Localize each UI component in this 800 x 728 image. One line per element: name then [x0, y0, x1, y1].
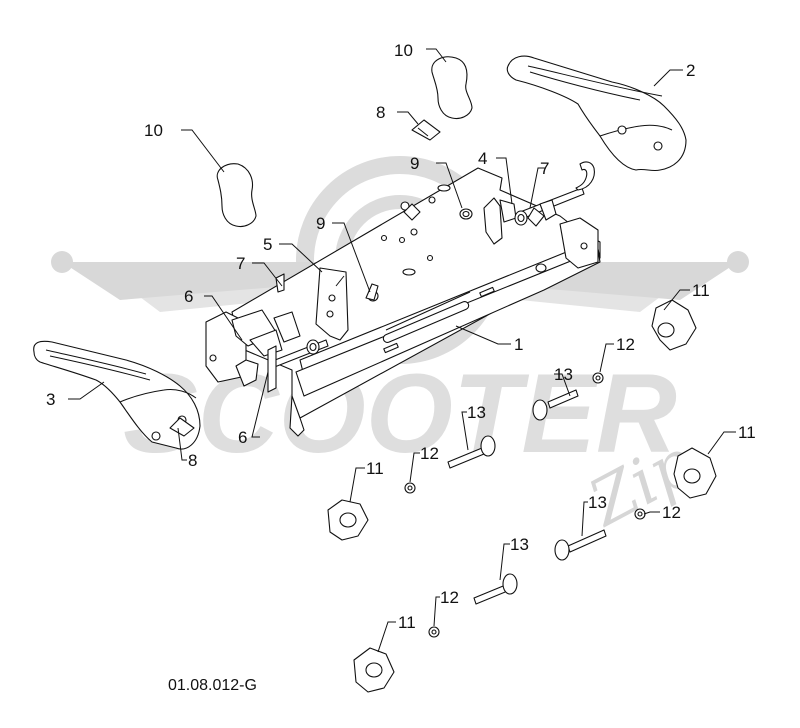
callout-11-b: 11 [366, 459, 384, 478]
callout-3: 3 [46, 390, 55, 409]
callout-5: 5 [263, 235, 272, 254]
callout-8-left: 8 [188, 451, 197, 470]
callout-7-right: 7 [540, 159, 549, 178]
callout-6-bottom: 6 [238, 428, 247, 447]
callout-13-b: 13 [467, 403, 486, 422]
callout-12-a: 12 [616, 335, 635, 354]
callout-4: 4 [478, 149, 487, 168]
main-frame [205, 167, 601, 437]
callout-6-top: 6 [184, 287, 193, 306]
star-knob-11-c [327, 499, 369, 541]
callout-11-a: 11 [692, 281, 710, 300]
callout-9-top: 9 [410, 154, 419, 173]
knob-10-right [431, 56, 473, 120]
callout-1: 1 [514, 335, 523, 354]
nut-12-c [634, 508, 646, 520]
callout-12-c: 12 [662, 503, 681, 522]
nut-12-d [428, 626, 440, 638]
watermark-text: SCOOTER [123, 351, 677, 476]
clip-8-left [169, 417, 195, 437]
star-knob-11-b [673, 447, 717, 499]
callout-12-d: 12 [440, 588, 459, 607]
callout-10-left: 10 [144, 121, 163, 140]
callout-11-d: 11 [398, 613, 416, 632]
callout-7-left: 7 [236, 254, 245, 273]
callout-10-right: 10 [394, 41, 413, 60]
star-knob-11-a [651, 299, 697, 351]
knob-10-left [216, 163, 257, 228]
star-knob-11-d [353, 647, 395, 693]
control-plate [315, 267, 379, 341]
callout-2: 2 [686, 61, 695, 80]
nut-12-b [404, 482, 416, 494]
callout-13-c: 13 [588, 493, 607, 512]
clip-8-top [411, 119, 441, 141]
bolt-13-a [532, 389, 579, 421]
callout-12-b: 12 [420, 444, 439, 463]
nut-12-a [592, 372, 604, 384]
drawing-code: 01.08.012-G [168, 677, 257, 694]
left-lever-mechanism [231, 273, 320, 393]
callout-13-a: 13 [554, 365, 573, 384]
callout-labels: 10 10 8 2 4 9 7 9 5 7 6 1 11 12 13 3 13 … [46, 41, 756, 632]
bolt-13-d [473, 573, 518, 605]
bolt-13-c [554, 529, 607, 561]
callout-13-d: 13 [510, 535, 529, 554]
handle-grip-2 [506, 55, 687, 172]
callout-11-c: 11 [738, 423, 756, 442]
callout-9-mid: 9 [316, 214, 325, 233]
callout-8-top: 8 [376, 103, 385, 122]
leader-lines [68, 48, 736, 653]
right-lever-bracket [459, 197, 557, 245]
bolt-13-b [447, 435, 496, 469]
